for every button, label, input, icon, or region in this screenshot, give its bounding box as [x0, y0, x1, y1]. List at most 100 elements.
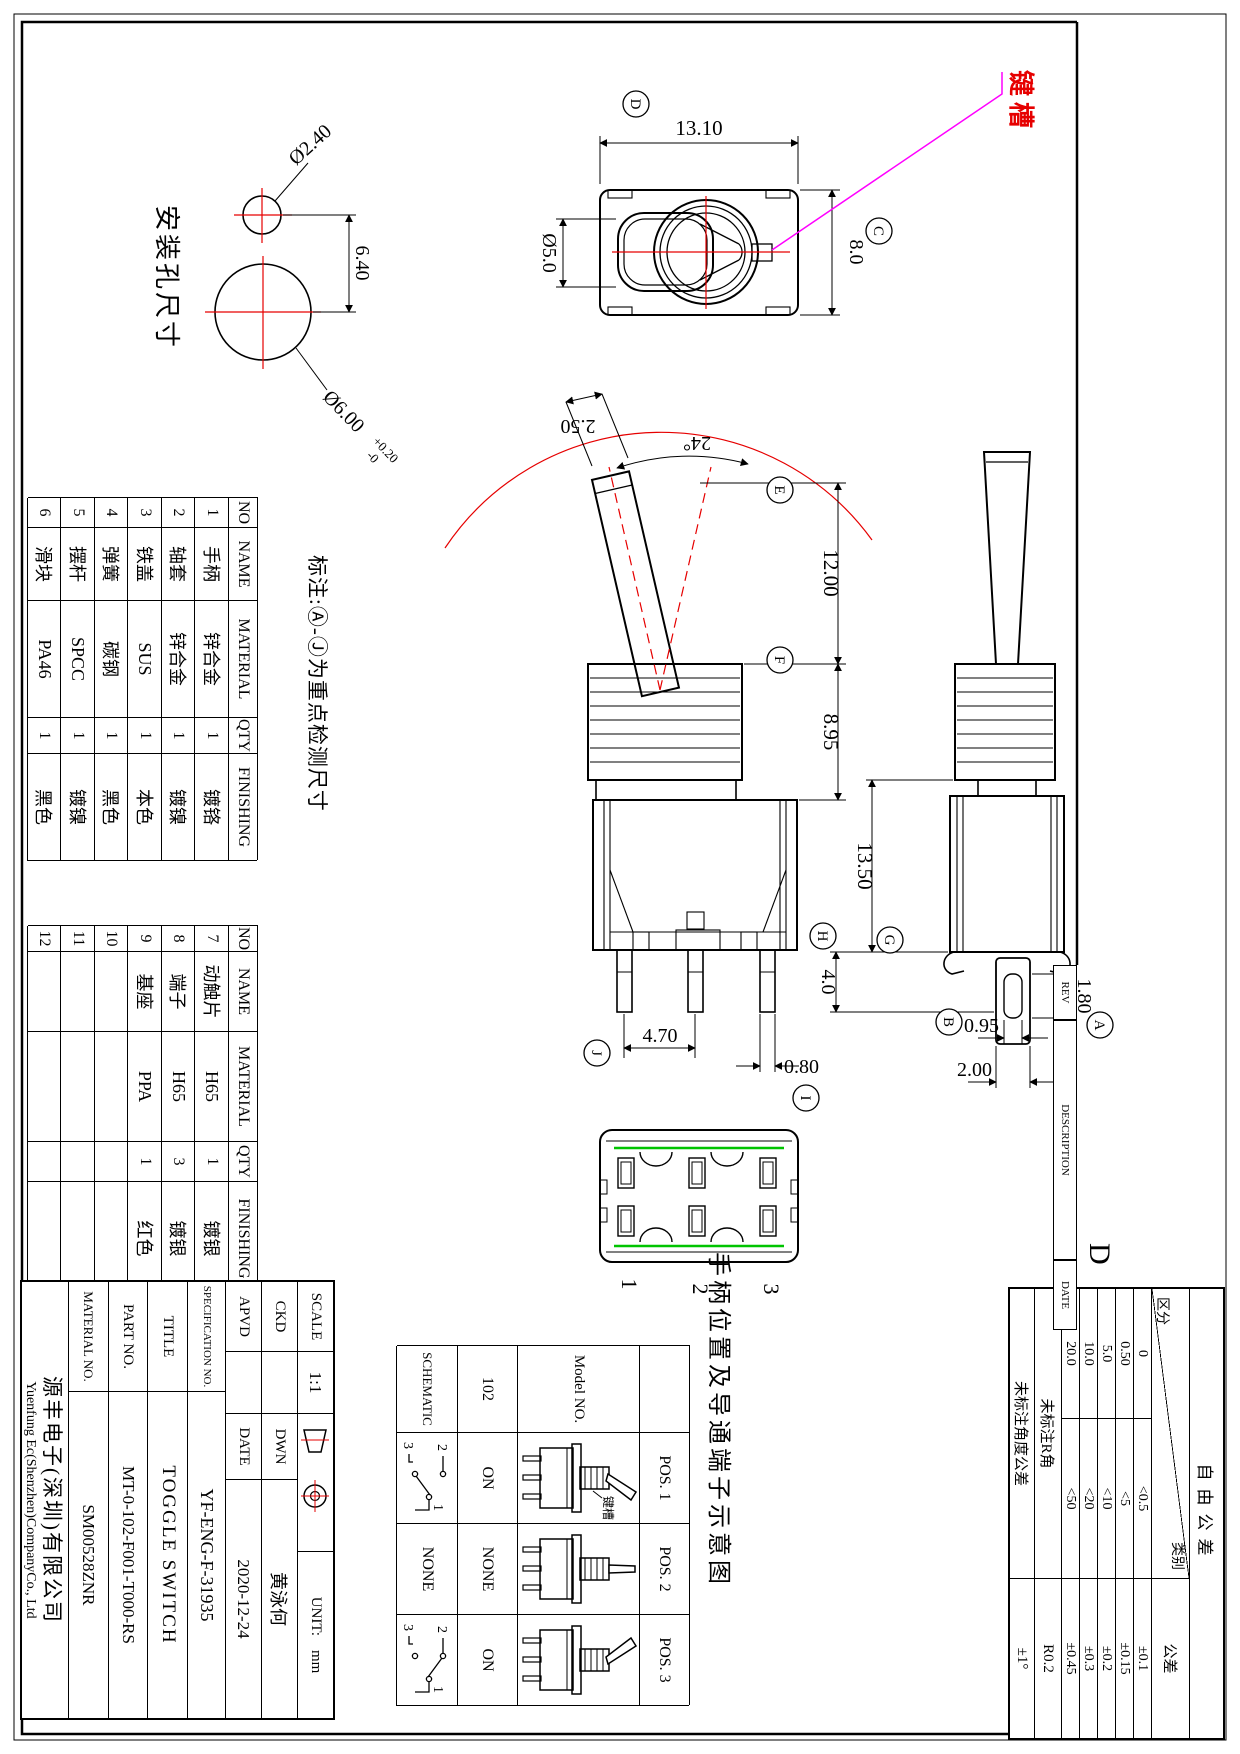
- tolerance-corner-bottom: 区分: [1154, 1297, 1169, 1325]
- part-material: H65: [161, 1032, 195, 1142]
- part-material: 锌合金: [161, 601, 195, 718]
- col-header: NAME: [228, 528, 257, 601]
- switch-pos3-figure: [517, 1615, 639, 1706]
- top-view: [556, 72, 1003, 316]
- part-qty: 1: [194, 1142, 228, 1182]
- part-qty: 3: [161, 1142, 195, 1182]
- col-header: NO: [228, 498, 257, 528]
- tol-note-value: R0.2: [1040, 1644, 1057, 1673]
- part-no: 7: [194, 926, 228, 952]
- tol-value: ±0.3: [1081, 1645, 1097, 1672]
- part-finishing: 镀镍: [60, 754, 94, 861]
- part-name: 基座: [127, 952, 161, 1032]
- part-no: 1: [194, 498, 228, 528]
- part-no: 11: [60, 926, 94, 952]
- part-qty: 1: [194, 718, 228, 754]
- pos1-header: POS. 1: [639, 1433, 689, 1524]
- pin-2-label: 2: [435, 1626, 450, 1633]
- part-finishing: [60, 1182, 94, 1296]
- mounting-hole-view: [205, 162, 356, 391]
- schematic-pos1: 2 3 1: [396, 1433, 457, 1524]
- sheet-size-label: D: [1083, 1243, 1116, 1265]
- bottom-view: [599, 1129, 799, 1263]
- dwn-label: DWN: [261, 1414, 297, 1480]
- revision-col-description: DESCRIPTION: [1053, 1020, 1077, 1260]
- part-name: 手柄: [194, 528, 228, 601]
- svg-text:H: H: [814, 931, 830, 942]
- pin-3-label: 3: [401, 1442, 416, 1449]
- part-material: H65: [194, 1032, 228, 1142]
- part-no-label: PART NO.: [108, 1282, 148, 1392]
- dim-mount-pitch: 6.40: [351, 246, 373, 281]
- part-material: SUS: [127, 601, 161, 718]
- mounting-hole-label: 安装孔尺寸: [152, 205, 182, 351]
- dim-side-slot-width: 0.95: [964, 1015, 999, 1037]
- part-finishing: 红色: [127, 1182, 161, 1296]
- tol-value: ±0.2: [1099, 1645, 1115, 1672]
- part-qty: 1: [60, 718, 94, 754]
- part-qty: [94, 1142, 128, 1182]
- part-name: 弹簧: [94, 528, 128, 601]
- col-header: NAME: [228, 952, 257, 1032]
- marker-G: G: [876, 926, 904, 954]
- part-qty: 1: [27, 718, 61, 754]
- schematic-pos3-diagram: 2 3 1: [401, 1624, 450, 1693]
- dim-front-lever-length: 12.00: [819, 549, 843, 596]
- part-qty: 1: [161, 718, 195, 754]
- part-name: [60, 952, 94, 1032]
- part-qty: [27, 1142, 61, 1182]
- parts-table-2: NO NAME MATERIAL QTY FINISHING 7 动触片 H65…: [27, 925, 258, 1296]
- part-no: 2: [161, 498, 195, 528]
- marker-F: F: [766, 646, 794, 674]
- svg-text:C: C: [870, 226, 886, 236]
- tol-range-to: <5: [1116, 1419, 1133, 1579]
- col-header: FINISHING: [228, 754, 257, 861]
- col-header: NO: [228, 926, 257, 952]
- pin-1-label: 1: [431, 1504, 446, 1511]
- part-finishing: 镀铬: [194, 754, 228, 861]
- dim-side-pin-length: 1.80: [1073, 979, 1095, 1014]
- dwn-value: 黄泳何: [268, 1572, 289, 1626]
- dim-front-angle: 24°: [683, 432, 711, 454]
- position-table-caption: 手柄位置及导通端子示意图: [705, 1252, 732, 1588]
- dim-mount-small-dia: Ø2.40: [285, 120, 336, 169]
- tolerance-corner-top: 类别: [1169, 1542, 1184, 1570]
- marker-C: C: [865, 217, 893, 245]
- schematic-pos2: NONE: [396, 1524, 457, 1615]
- tol-range-from: 5.0: [1098, 1289, 1115, 1419]
- tolerance-table: 自由公差 类别 区分 公差 0 <0.5 ±0.1 0.50 <5 ±0.15 …: [1008, 1287, 1225, 1740]
- bottom-terminal-1: 1: [617, 1279, 642, 1290]
- part-material: [27, 1032, 61, 1142]
- svg-text:A: A: [1091, 1020, 1107, 1031]
- title-value: TOGGLE SWITCH: [157, 1465, 179, 1645]
- tol-note-label: 未标注R角: [1035, 1289, 1061, 1579]
- svg-text:G: G: [881, 935, 897, 946]
- company-name-en: Yuenfung Ec(Shenzhen)CompanyCo., Ltd: [22, 1381, 38, 1619]
- schematic-label: SCHEMATIC: [396, 1346, 457, 1433]
- keyway-label: 键槽: [1006, 70, 1036, 135]
- side-view: [830, 451, 1071, 1088]
- part-name: 滑块: [27, 528, 61, 601]
- sheet-border: [13, 13, 1227, 1741]
- part-finishing: [27, 1182, 61, 1296]
- pos2-header: POS. 2: [639, 1524, 689, 1615]
- part-no: 9: [127, 926, 161, 952]
- marker-A: A: [1086, 1011, 1114, 1039]
- switch-pos3-drawing: [522, 1625, 638, 1695]
- part-material: [94, 1032, 128, 1142]
- pos3-header: POS. 3: [639, 1615, 689, 1706]
- material-no-label: MATERIAL NO.: [68, 1282, 108, 1392]
- tol-range-to: <10: [1098, 1419, 1115, 1579]
- pin-3-label: 3: [401, 1624, 416, 1631]
- part-finishing: 镀镍: [161, 754, 195, 861]
- dim-top-width: 13.10: [675, 116, 722, 140]
- ckd-value: [261, 1352, 297, 1414]
- ckd-label: CKD: [261, 1282, 297, 1352]
- part-finishing: 镀银: [194, 1182, 228, 1296]
- svg-text:E: E: [771, 485, 787, 494]
- dim-side-pin-step: 4.0: [817, 970, 839, 995]
- part-qty: 1: [127, 718, 161, 754]
- bottom-terminal-2: 2: [688, 1284, 713, 1295]
- part-material: PPA: [127, 1032, 161, 1142]
